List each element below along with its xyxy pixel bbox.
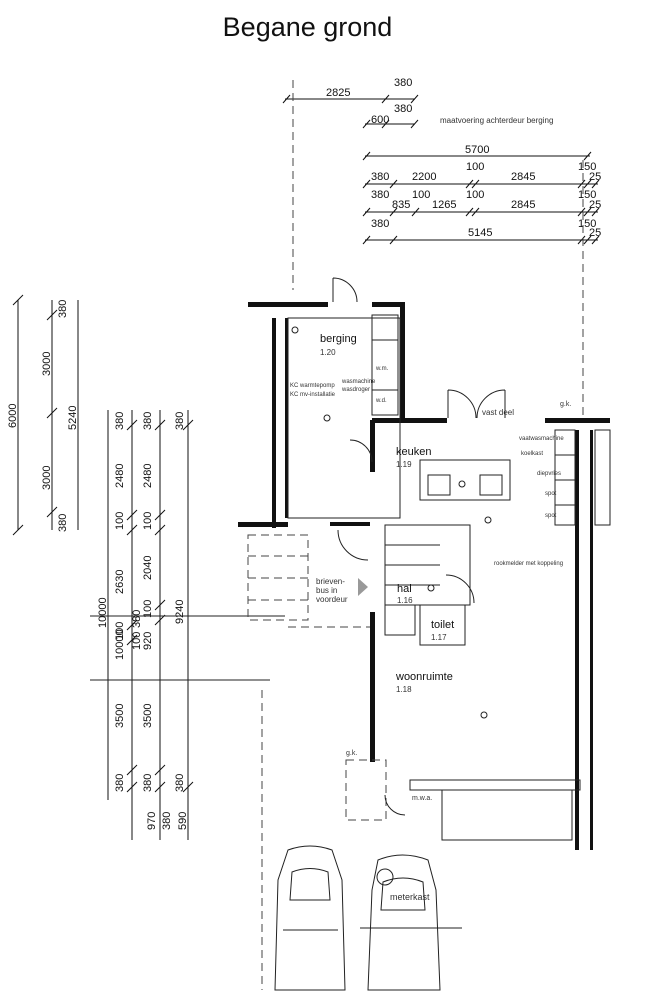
dim-10000: 10000: [97, 597, 109, 628]
note-mwa: m.w.a.: [412, 795, 432, 802]
kitchen-label-0: vaatwasmachine: [519, 436, 564, 442]
dim-col6-2480: 2480: [142, 464, 154, 488]
note-achterdeur: maatvoering achterdeur berging: [440, 116, 553, 125]
light-fixture-icons: [291, 326, 492, 719]
dim-col6-380c: 380: [161, 812, 173, 830]
dim-6000: 6000: [7, 404, 19, 428]
dim-5240: 5240: [67, 406, 79, 430]
dim-row6-380: 380: [371, 218, 389, 230]
room-labels: berging 1.20 keuken 1.19 hal 1.16 toilet…: [320, 333, 454, 694]
dim-col6-3500: 3500: [142, 704, 154, 728]
dim-col6-2040: 2040: [142, 556, 154, 580]
top-dimensions: 2825 380 600 380 maatvoering achterdeur …: [282, 77, 601, 420]
dim-380-a: 380: [394, 77, 412, 89]
kitchen-label-3: spot: [545, 491, 557, 497]
dim-col5-100b: 100: [114, 622, 126, 640]
dim-col6-920: 920: [142, 632, 154, 650]
note-rookmelder: rookmelder met koppeling: [494, 561, 563, 567]
dim-col7-9240: 9240: [174, 600, 186, 624]
room-hal-number: 1.16: [397, 596, 413, 605]
dim-row5-380: 380: [371, 189, 389, 201]
dim-row5-100b: 100: [466, 189, 484, 201]
room-toilet-number: 1.17: [431, 633, 447, 642]
notes: vast deel brieven- bus in voordeur meter…: [290, 366, 571, 902]
note-wm: w.m.: [375, 366, 389, 372]
dim-col5-3500: 3500: [114, 704, 126, 728]
dim-row4-25: 25: [589, 171, 601, 183]
dim-col6-380a: 380: [142, 412, 154, 430]
note-kc-installatie: KC mv-installatie: [290, 392, 336, 398]
dim-col7-590: 590: [177, 812, 189, 830]
dim-extra-380: 380: [131, 610, 143, 628]
dim-row5-835: 835: [392, 199, 410, 211]
dim-col6-100b: 100: [142, 600, 154, 618]
dim-row5-25: 25: [589, 199, 601, 211]
dim-col7-380a: 380: [174, 412, 186, 430]
dim-380-b: 380: [394, 103, 412, 115]
room-berging-number: 1.20: [320, 348, 336, 357]
room-woonruimte-number: 1.18: [396, 685, 412, 694]
note-brievenbus-3: voordeur: [316, 595, 348, 604]
dim-row5-100a: 100: [412, 189, 430, 201]
room-berging-name: berging: [320, 333, 357, 345]
dim-col5-380b: 380: [114, 774, 126, 792]
room-keuken-name: keuken: [396, 446, 431, 458]
dim-col2-380b: 380: [57, 514, 69, 532]
dim-row6-5145: 5145: [468, 227, 492, 239]
dim-2825: 2825: [326, 87, 350, 99]
dim-col5-2630: 2630: [114, 570, 126, 594]
note-gk-top: g.k.: [560, 401, 571, 408]
note-wd: w.d.: [375, 398, 387, 404]
dim-row4-380: 380: [371, 171, 389, 183]
room-hal-name: hal: [397, 583, 412, 595]
note-brievenbus-2: bus in: [316, 586, 337, 595]
note-vast-deel: vast deel: [482, 408, 514, 417]
dim-col5-100a: 100: [114, 512, 126, 530]
dim-row5-2845: 2845: [511, 199, 535, 211]
car-left-icon: [274, 845, 346, 991]
walls: [238, 302, 610, 850]
dim-col5-970: 970: [146, 812, 158, 830]
car-right-icon: [360, 854, 462, 991]
page-title: Begane grond: [222, 12, 393, 42]
dim-col2-3000a: 3000: [41, 352, 53, 376]
dim-extra-100: 100: [131, 632, 143, 650]
room-woonruimte-name: woonruimte: [395, 671, 453, 683]
dim-col6-380b: 380: [142, 774, 154, 792]
dim-extra-10000: 10000: [114, 629, 126, 660]
dim-col2-380a: 380: [57, 300, 69, 318]
dim-row4-2845: 2845: [511, 171, 535, 183]
note-gk-bottom: g.k.: [346, 750, 357, 757]
room-toilet-name: toilet: [431, 619, 454, 631]
kitchen-label-2: diepvries: [537, 471, 561, 477]
note-wasdroger: wasdroger: [341, 387, 370, 393]
room-keuken-number: 1.19: [396, 460, 412, 469]
dim-row4-100: 100: [466, 161, 484, 173]
kitchen-label-1: koelkast: [521, 451, 543, 457]
dim-row4-2200: 2200: [412, 171, 436, 183]
dim-600: 600: [371, 114, 389, 126]
dim-col7-380b: 380: [174, 774, 186, 792]
left-dimensions: 6000 380 3000 3000 380 5240 10000 380 24…: [7, 294, 285, 840]
note-brievenbus-1: brieven-: [316, 577, 345, 586]
dim-col6-100a: 100: [142, 512, 154, 530]
note-wasmachine: wasmachine: [341, 379, 376, 385]
dim-col2-3000b: 3000: [41, 466, 53, 490]
kitchen-label-4: spot: [545, 513, 557, 519]
dim-col5-380a: 380: [114, 412, 126, 430]
note-meterkast: meterkast: [390, 892, 430, 902]
note-kc-warmtepomp: KC warmtepomp: [290, 383, 335, 389]
dim-row6-25: 25: [589, 227, 601, 239]
dim-row5-1265: 1265: [432, 199, 456, 211]
dim-col5-2480: 2480: [114, 464, 126, 488]
dim-5700: 5700: [465, 144, 489, 156]
